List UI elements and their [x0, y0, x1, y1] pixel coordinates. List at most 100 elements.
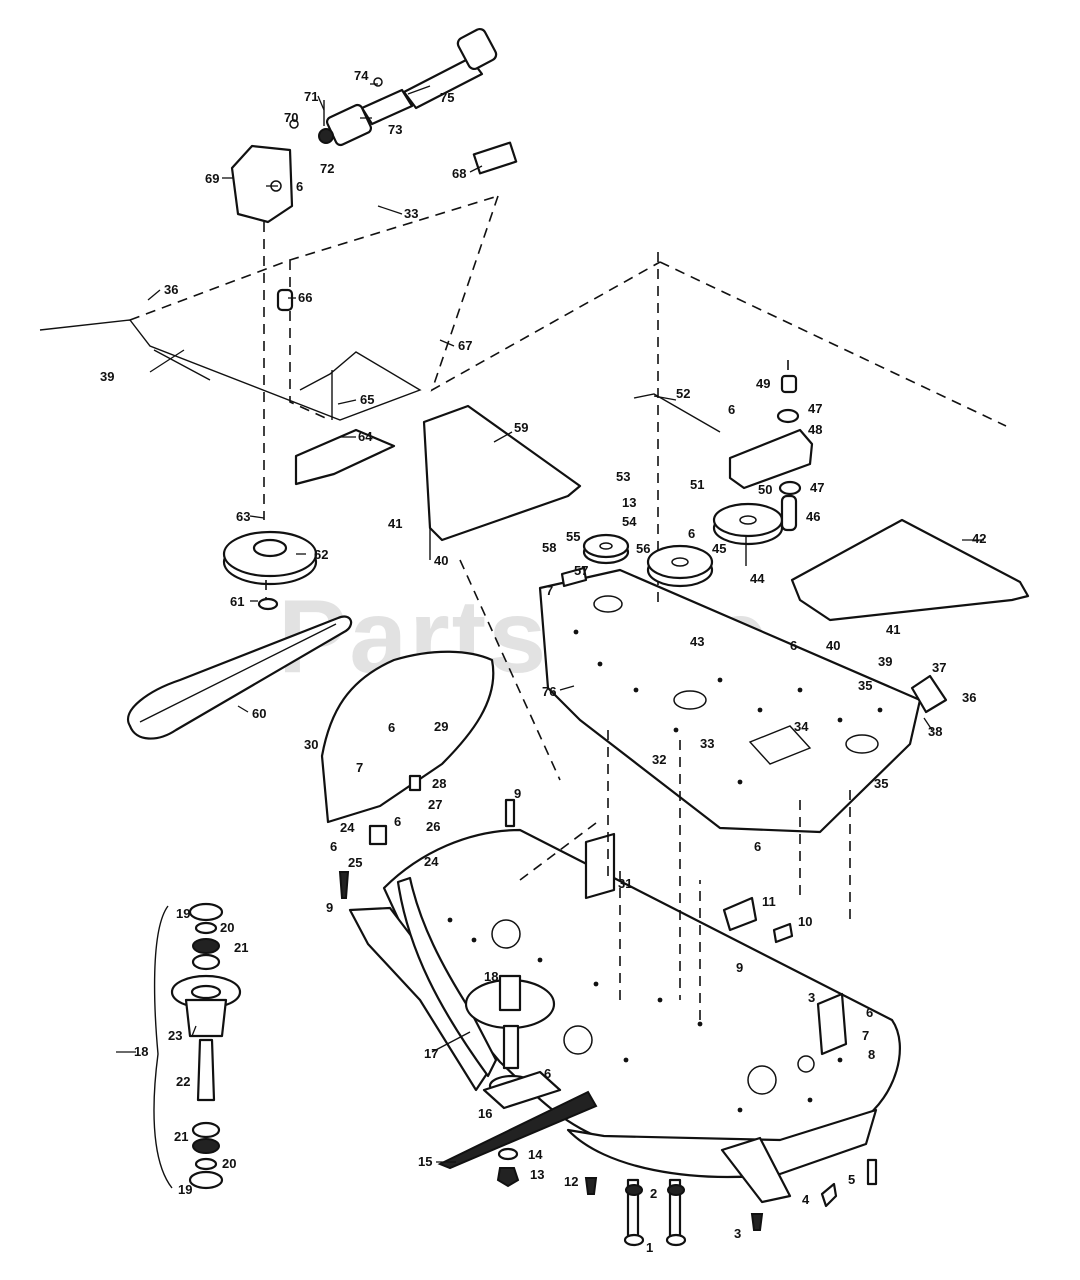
callout-33: 33: [700, 736, 714, 751]
callout-42: 42: [972, 531, 986, 546]
idler-pulley-45: [646, 544, 714, 588]
callout-34: 34: [794, 719, 809, 734]
callout-40: 40: [434, 553, 448, 568]
callout-6: 6: [394, 814, 401, 829]
callout-41: 41: [886, 622, 900, 637]
spindle-exploded-view: [153, 902, 242, 1190]
idler-pulley-55: [582, 533, 630, 565]
washer-61: [257, 597, 279, 611]
callout-33: 33: [404, 206, 418, 221]
spring-57: [560, 566, 588, 588]
callout-72: 72: [320, 161, 334, 176]
callout-48: 48: [808, 422, 822, 437]
callout-66: 66: [298, 290, 312, 305]
callout-13: 13: [530, 1167, 544, 1182]
callout-28: 28: [432, 776, 446, 791]
callout-35: 35: [858, 678, 872, 693]
callout-70: 70: [284, 110, 298, 125]
belt-cover-59: [422, 404, 582, 542]
callout-64: 64: [358, 429, 373, 444]
callout-7: 7: [356, 760, 363, 775]
spacer-66: [276, 288, 294, 312]
callout-60: 60: [252, 706, 266, 721]
callout-36: 36: [962, 690, 976, 705]
callout-7: 7: [546, 583, 553, 598]
callout-67: 67: [458, 338, 472, 353]
callout-6: 6: [544, 1066, 551, 1081]
callout-47: 47: [810, 480, 824, 495]
callout-6: 6: [728, 402, 735, 417]
callout-30: 30: [304, 737, 318, 752]
callout-63: 63: [236, 509, 250, 524]
callout-39: 39: [878, 654, 892, 669]
callout-65: 65: [360, 392, 374, 407]
spacer-28: [408, 774, 422, 792]
callout-43: 43: [690, 634, 704, 649]
callout-5: 5: [848, 1172, 855, 1187]
callout-6: 6: [790, 638, 797, 653]
callout-47: 47: [808, 401, 822, 416]
drive-belt: [127, 615, 353, 740]
callout-38: 38: [928, 724, 942, 739]
callout-27: 27: [428, 797, 442, 812]
bushing-47b: [778, 480, 802, 496]
bracket-24: [368, 824, 388, 846]
callout-52: 52: [676, 386, 690, 401]
callout-6: 6: [296, 179, 303, 194]
bolt-9-top: [504, 798, 516, 828]
callout-2: 2: [650, 1186, 657, 1201]
callout-46: 46: [806, 509, 820, 524]
callout-41: 41: [388, 516, 402, 531]
callout-9: 9: [736, 960, 743, 975]
callout-32: 32: [652, 752, 666, 767]
callout-53: 53: [616, 469, 630, 484]
callout-6: 6: [388, 720, 395, 735]
callout-71: 71: [304, 89, 318, 104]
plate-8: [816, 992, 848, 1056]
callout-59: 59: [514, 420, 528, 435]
cap-49: [780, 374, 798, 394]
callout-12: 12: [564, 1174, 578, 1189]
blade-15: [437, 1090, 598, 1170]
callout-58: 58: [542, 540, 556, 555]
callout-23: 23: [168, 1028, 182, 1043]
hitch-block: [472, 141, 518, 175]
shield-30: [320, 650, 495, 824]
callout-9: 9: [326, 900, 333, 915]
callout-17: 17: [424, 1046, 438, 1061]
callout-50: 50: [758, 482, 772, 497]
bracket-64: [294, 428, 396, 486]
callout-9: 9: [514, 786, 521, 801]
callout-19: 19: [176, 906, 190, 921]
callout-39: 39: [100, 369, 114, 384]
callout-49: 49: [756, 376, 770, 391]
callout-54: 54: [622, 514, 637, 529]
callout-68: 68: [452, 166, 466, 181]
callout-31: 31: [618, 876, 632, 891]
callout-8: 8: [868, 1047, 875, 1062]
callout-13: 13: [622, 495, 636, 510]
callout-15: 15: [418, 1154, 432, 1169]
callout-25: 25: [348, 855, 362, 870]
pulley-with-bracket: [712, 502, 784, 566]
callout-21: 21: [234, 940, 248, 955]
callout-18: 18: [484, 969, 498, 984]
callout-36: 36: [164, 282, 178, 297]
callout-45: 45: [712, 541, 726, 556]
callout-75: 75: [440, 90, 454, 105]
callout-57: 57: [574, 563, 588, 578]
callout-37: 37: [932, 660, 946, 675]
leader-lines: [116, 83, 984, 1163]
callout-73: 73: [388, 122, 402, 137]
drive-pulley-62: [222, 530, 318, 600]
callout-35: 35: [874, 776, 888, 791]
callout-24: 24: [340, 820, 355, 835]
callout-44: 44: [750, 571, 765, 586]
callout-20: 20: [220, 920, 234, 935]
plate-31: [584, 832, 616, 900]
callout-7: 7: [862, 1028, 869, 1043]
callout-61: 61: [230, 594, 244, 609]
callout-19: 19: [178, 1182, 192, 1197]
callout-74: 74: [354, 68, 369, 83]
